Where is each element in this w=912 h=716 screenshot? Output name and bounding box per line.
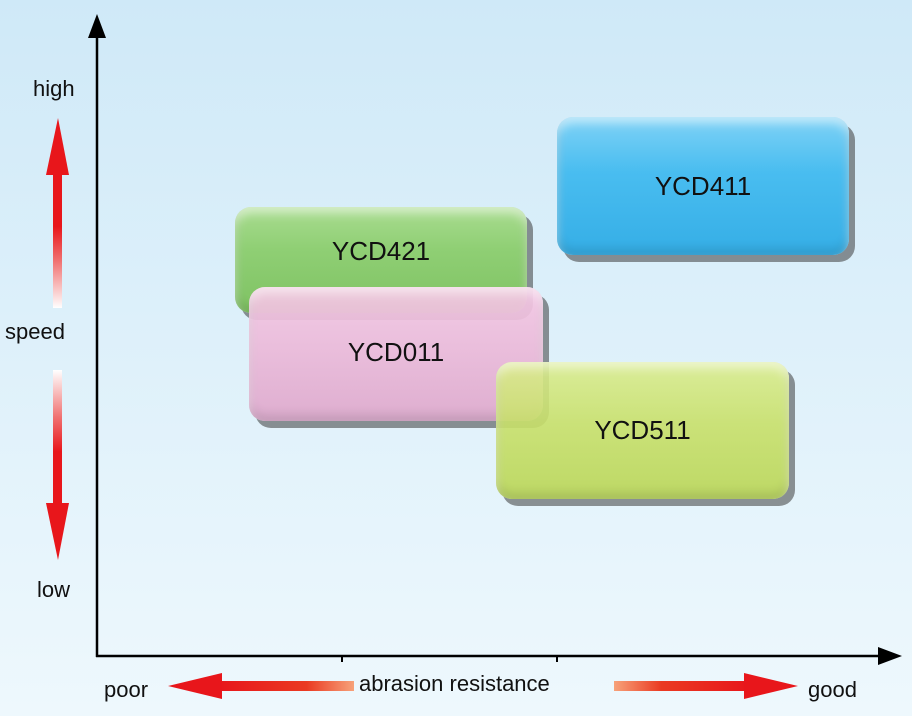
x-axis-arrowhead [878, 647, 902, 665]
product-label-ycd511: YCD511 [594, 415, 691, 445]
speed-high-label: high [33, 76, 75, 101]
speed-up-arrow [46, 118, 69, 308]
abrasion-good-label: good [808, 677, 857, 702]
abrasion-right-arrow [614, 673, 798, 699]
product-box-ycd411: YCD411 [557, 117, 849, 255]
speed-low-label: low [37, 577, 71, 602]
y-axis-arrowhead [88, 14, 106, 38]
product-label-ycd411: YCD411 [654, 170, 752, 201]
speed-axis-title: speed [5, 319, 65, 344]
speed-down-arrow [46, 370, 69, 560]
product-label-ycd421: YCD421 [331, 235, 431, 266]
abrasion-axis-title: abrasion resistance [359, 671, 550, 696]
product-box-ycd011: YCD011 [249, 287, 543, 421]
abrasion-poor-label: poor [104, 677, 149, 702]
product-label-ycd011: YCD011 [347, 336, 445, 367]
product-box-ycd511: YCD511 [496, 362, 789, 499]
abrasion-left-arrow [168, 673, 354, 699]
